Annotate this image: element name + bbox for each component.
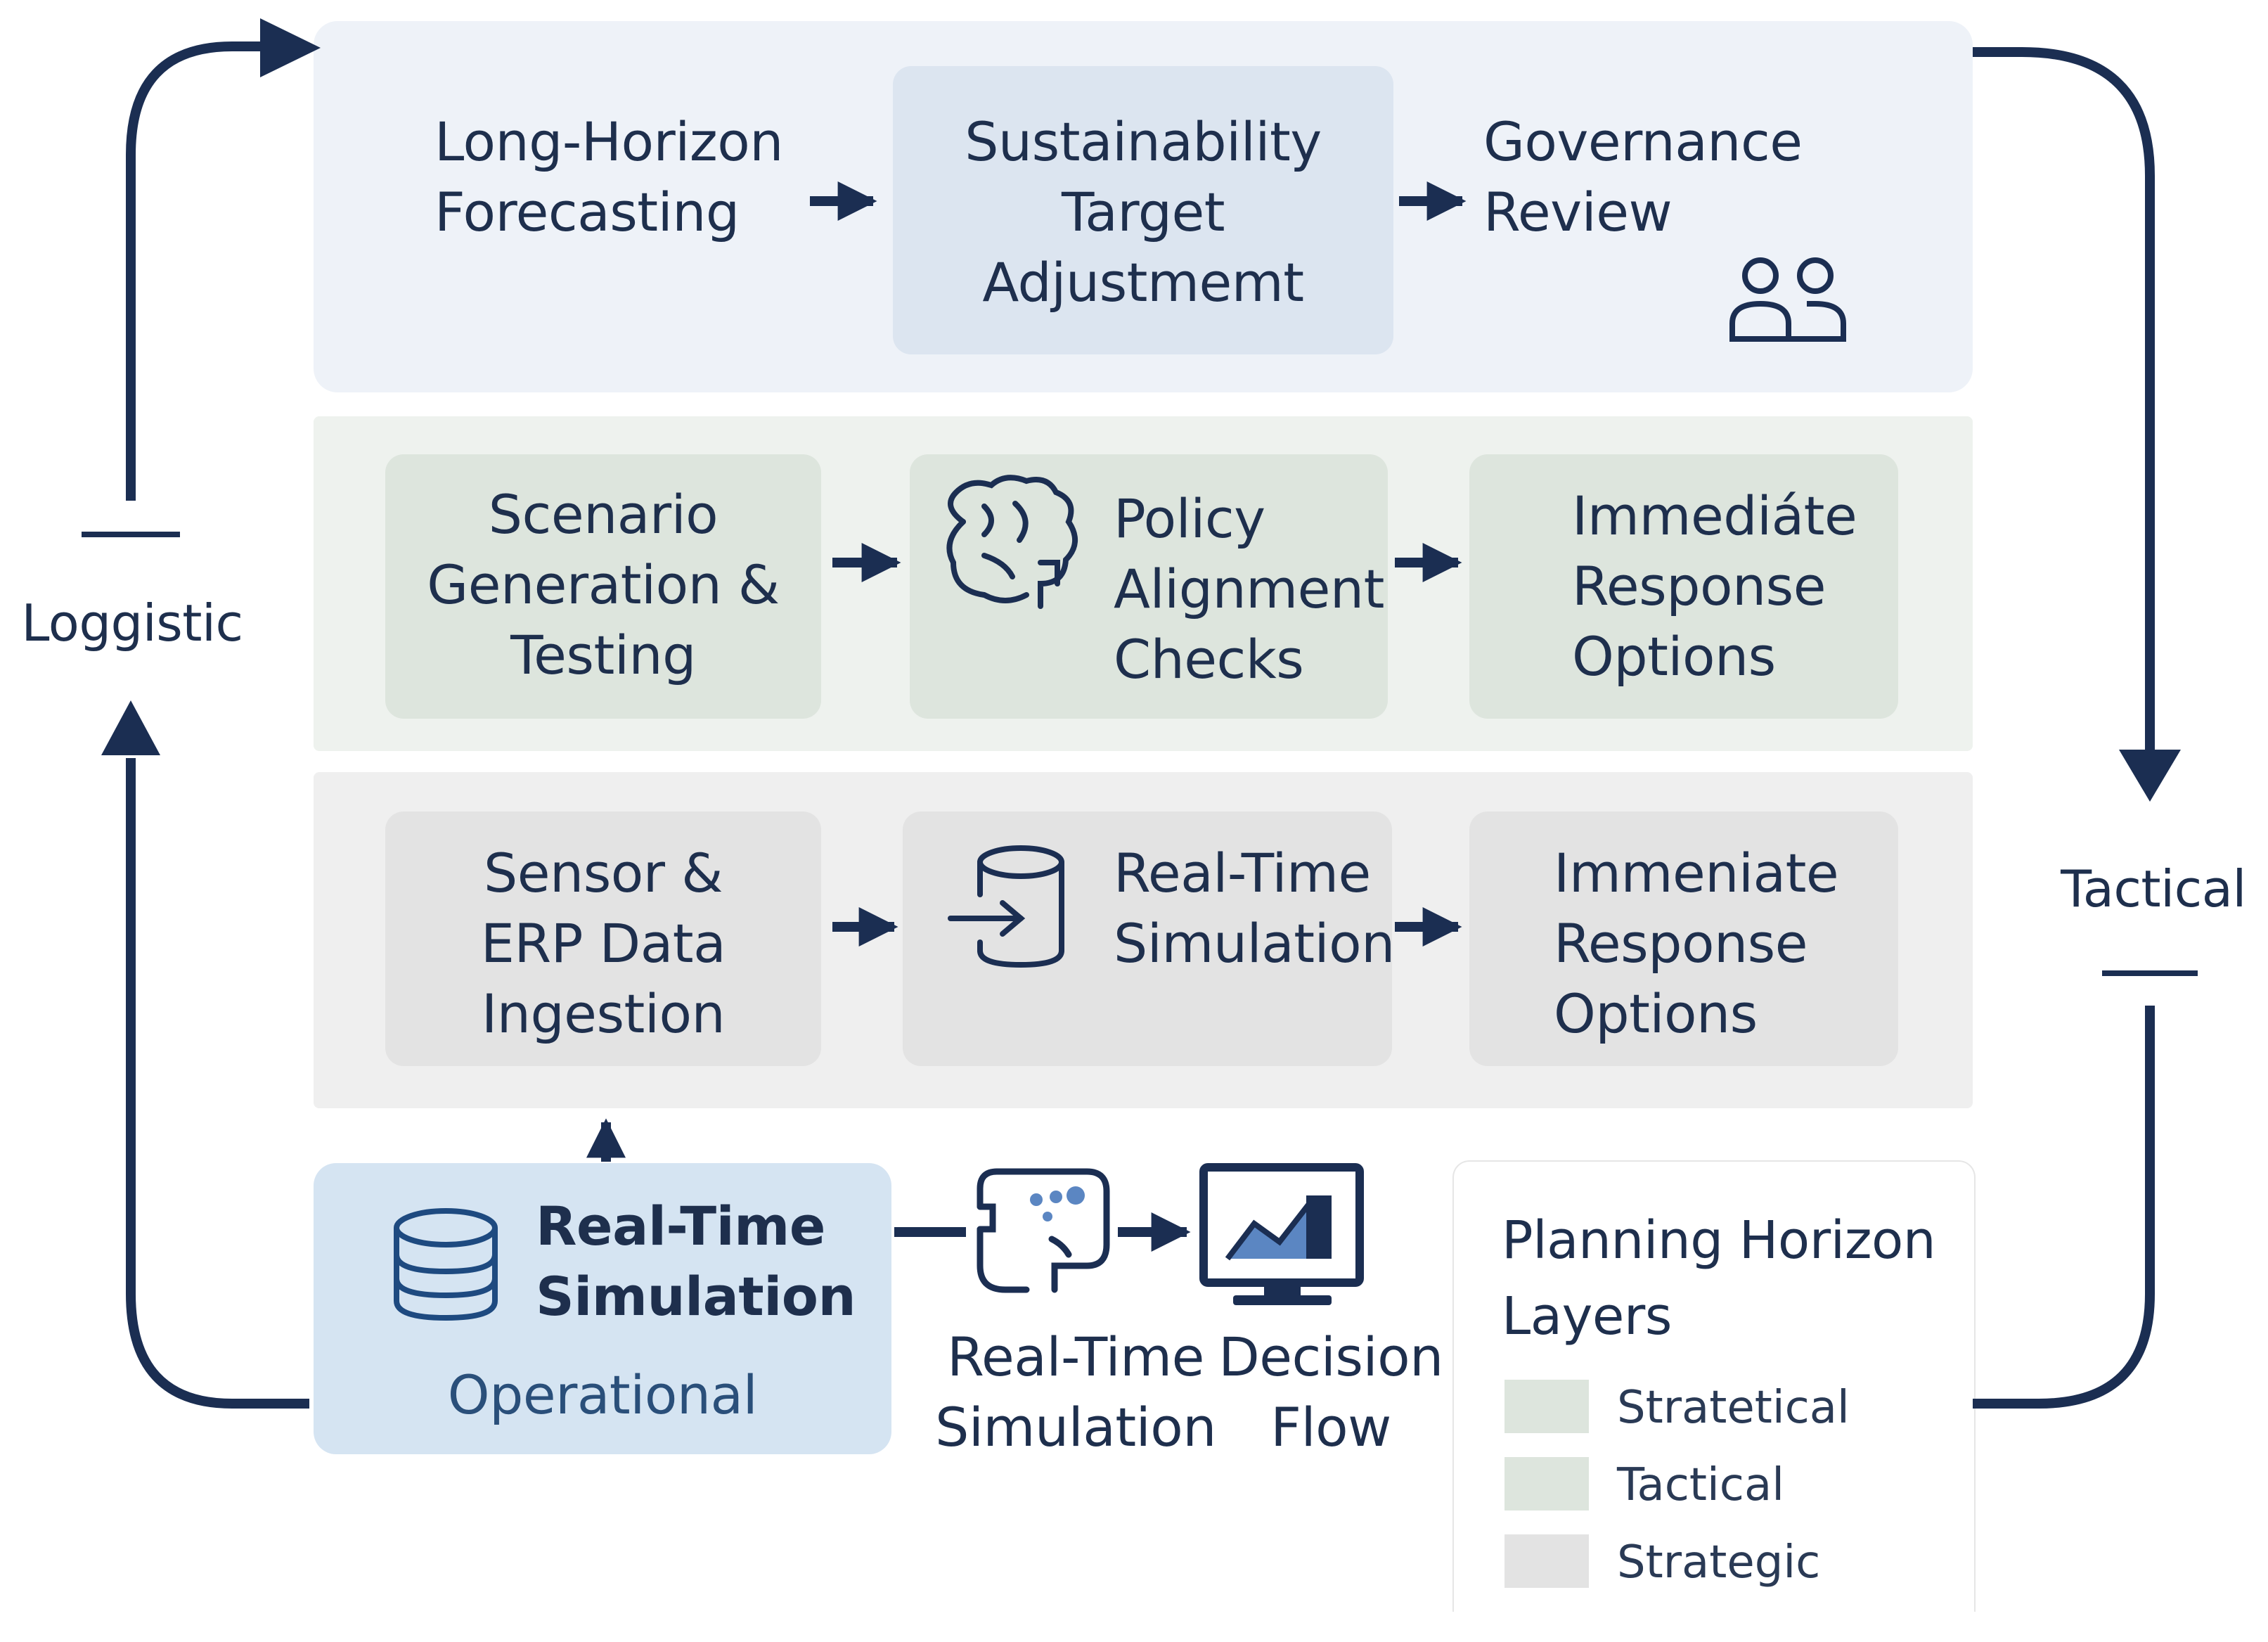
node-policy-box <box>910 454 1388 719</box>
legend-swatch-3 <box>1505 1534 1589 1588</box>
node-operational-response-box <box>1469 812 1898 1066</box>
loop-left-lower-arrowhead <box>101 700 160 755</box>
node-scenario-box <box>385 454 821 719</box>
operational-label: Operational <box>447 1364 758 1426</box>
loop-right-lower <box>1973 1006 2155 1409</box>
monitor-chart-icon <box>1199 1163 1364 1305</box>
node-long-horizon-forecasting: Long-Horizon Forecasting <box>434 110 783 243</box>
node-governance-review: Governance Review <box>1483 110 1803 243</box>
loop-left-upper-arrowhead <box>260 18 321 77</box>
brain-icon <box>946 475 1078 609</box>
node-sustainability-target-adjustment: Sustainability Target Adjustmemt <box>965 110 1322 314</box>
operational-box-title: Real-Time Simulation <box>536 1195 856 1328</box>
legend-label-1: Stratetical <box>1617 1382 1850 1434</box>
loop-right-upper-arrowhead <box>2119 750 2181 802</box>
flow-label-decision-flow: Decision Flow <box>1218 1326 1443 1458</box>
node-sensor-erp-ingestion: Sensor & ERP Data Ingestion <box>480 842 726 1045</box>
loop-left-lower <box>126 758 309 1409</box>
node-scenario-generation: Scenario Generation & Testing <box>427 483 780 686</box>
legend-label-3: Strategic <box>1617 1537 1821 1589</box>
people-icon <box>1729 257 1846 342</box>
node-sensor-box <box>385 812 821 1066</box>
loop-right-upper <box>1973 47 2155 752</box>
robot-icon <box>977 1168 1110 1293</box>
node-real-time-simulation: Real-Time Simulation <box>1114 842 1395 975</box>
legend-swatch-1 <box>1505 1380 1589 1433</box>
node-operational-immeniate-response: Immeniate Response Options <box>1554 842 1839 1045</box>
node-policy-alignment: Policy Alignment Checks <box>1114 487 1384 691</box>
side-label-left: Loggistic <box>21 594 243 653</box>
loop-left-upper <box>126 41 278 501</box>
legend-title: Planning Horizon Layers <box>1502 1210 1936 1347</box>
node-tactical-immediate-response: Immediáte Response Options <box>1572 485 1857 688</box>
robot-eyes <box>1030 1186 1085 1221</box>
operational-box <box>314 1163 891 1454</box>
flow-label-real-time-simulation: Real-Time Simulation <box>935 1326 1216 1458</box>
node-tactical-response-box <box>1469 454 1898 719</box>
side-label-right: Tactical <box>2061 859 2246 918</box>
node-sustainability-box <box>893 66 1393 354</box>
database-import-icon <box>948 845 1064 968</box>
legend-swatch-2 <box>1505 1457 1589 1510</box>
database-icon <box>394 1208 498 1321</box>
legend-label-2: Tactical <box>1617 1459 1784 1511</box>
